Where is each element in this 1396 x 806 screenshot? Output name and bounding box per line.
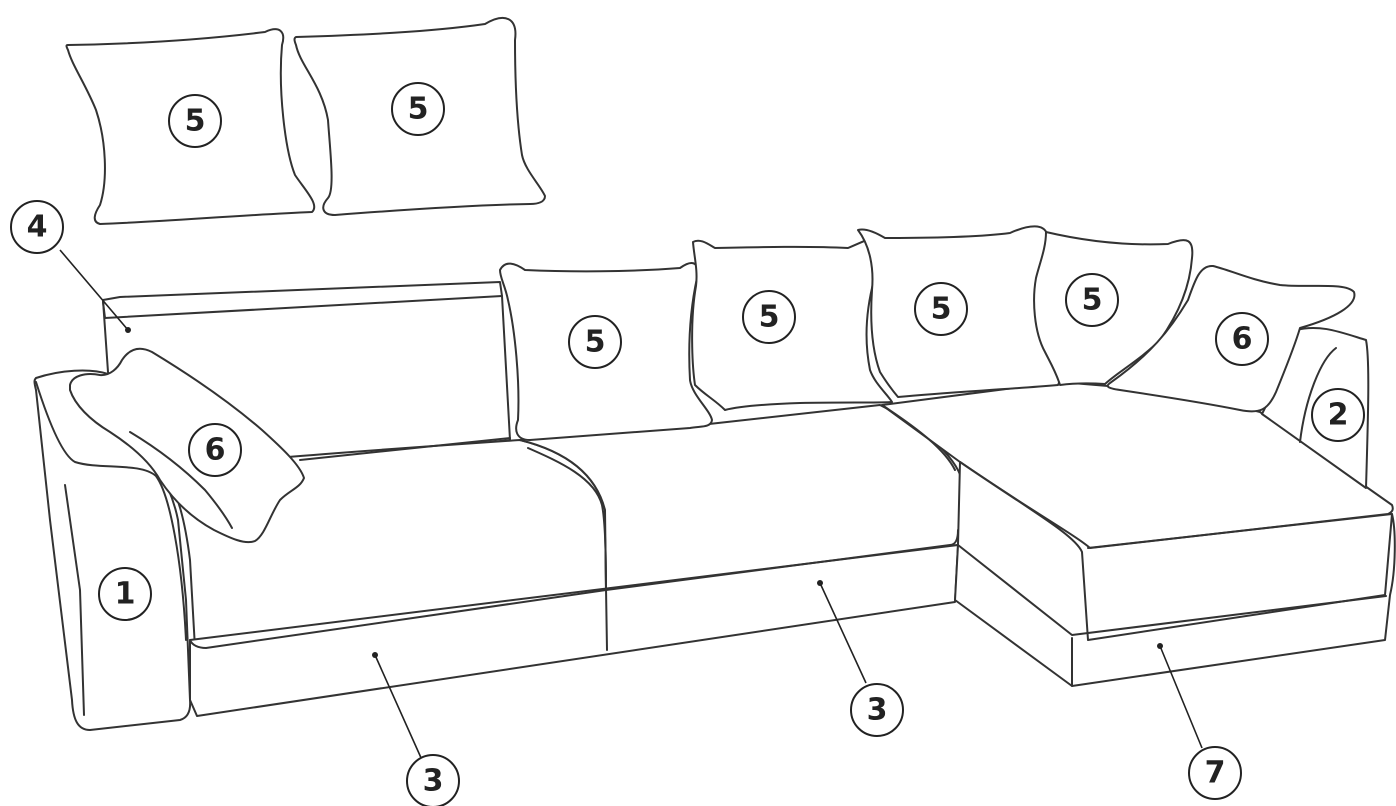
callout-bolster-right: 6 <box>1216 313 1268 365</box>
callout-label: 5 <box>585 325 606 360</box>
callout-bolster-left: 6 <box>189 424 241 476</box>
callout-cushion-back-2: 5 <box>743 291 795 343</box>
callout-label: 5 <box>1082 283 1103 318</box>
callout-storage-left: 3 <box>407 755 459 806</box>
callout-label: 1 <box>115 577 136 612</box>
callout-label: 5 <box>931 292 952 327</box>
callout-cushion-top-left: 5 <box>169 95 221 147</box>
callout-backrest: 4 <box>11 201 63 253</box>
callout-label: 7 <box>1205 756 1226 791</box>
callout-label: 3 <box>867 693 888 728</box>
callout-label: 4 <box>27 210 48 245</box>
callout-cushion-back-4: 5 <box>1066 274 1118 326</box>
callout-label: 2 <box>1328 398 1349 433</box>
callout-label: 3 <box>423 764 444 799</box>
callout-armrest-right: 2 <box>1312 389 1364 441</box>
callout-cushion-back-1: 5 <box>569 316 621 368</box>
callout-label: 6 <box>205 433 226 468</box>
callout-label: 6 <box>1232 322 1253 357</box>
base-divider <box>606 588 607 650</box>
callout-chaise-drawer: 7 <box>1189 747 1241 799</box>
callout-label: 5 <box>408 92 429 127</box>
callout-cushion-top-right: 5 <box>392 83 444 135</box>
callout-label: 5 <box>185 104 206 139</box>
callout-cushion-back-3: 5 <box>915 283 967 335</box>
callout-storage-center: 3 <box>851 684 903 736</box>
callout-label: 5 <box>759 300 780 335</box>
callout-armrest-left: 1 <box>99 568 151 620</box>
